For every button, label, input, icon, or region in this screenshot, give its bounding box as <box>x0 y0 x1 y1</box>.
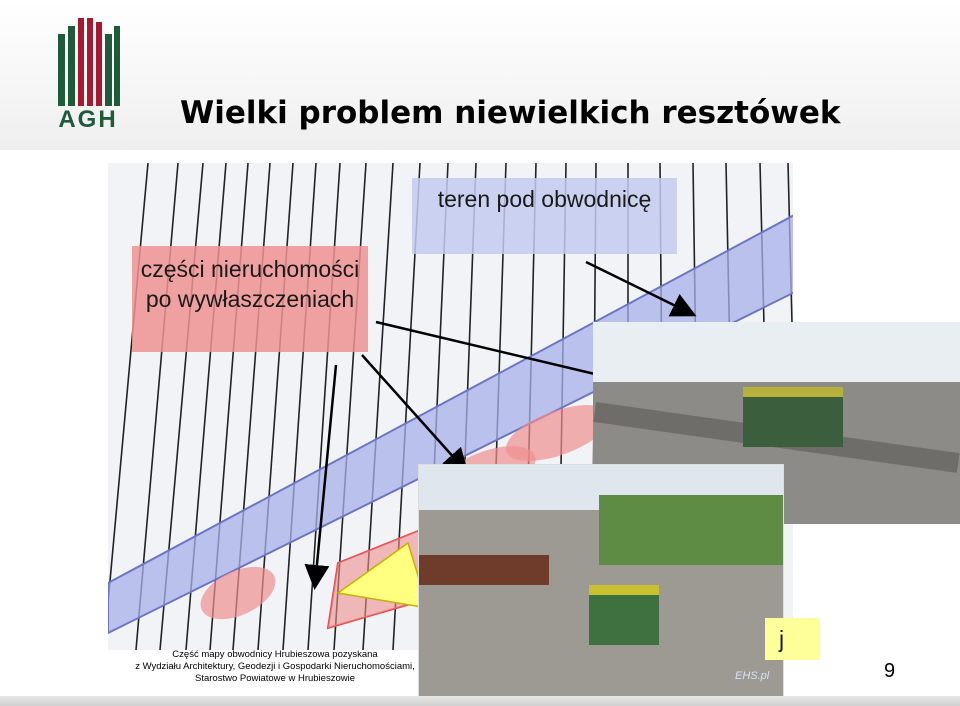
train-photo-top <box>593 322 960 524</box>
map-credit: Część mapy obwodnicy Hrubieszowa pozyska… <box>130 649 420 685</box>
slide-title: Wielki problem niewielkich resztówek <box>180 95 841 131</box>
agh-logo <box>58 18 120 106</box>
train-photo-bottom <box>418 464 784 697</box>
header-band <box>0 0 960 150</box>
footer-bar <box>0 696 960 706</box>
label-road-area: teren pod obwodnicę <box>412 178 677 254</box>
credit-line-2: z Wydziału Architektury, Geodezji i Gosp… <box>135 661 415 672</box>
label-partially-hidden: j <box>765 618 820 660</box>
page-number: 9 <box>884 660 896 682</box>
logo-text: AGH <box>58 106 118 133</box>
label-parcel-parts: części nieruchomości po wywłaszczeniach <box>132 246 368 352</box>
photo-watermark: EHS.pl <box>735 670 770 682</box>
credit-line-3: Starostwo Powiatowe w Hrubieszowie <box>195 673 355 684</box>
credit-line-1: Część mapy obwodnicy Hrubieszowa pozyska… <box>172 649 378 660</box>
